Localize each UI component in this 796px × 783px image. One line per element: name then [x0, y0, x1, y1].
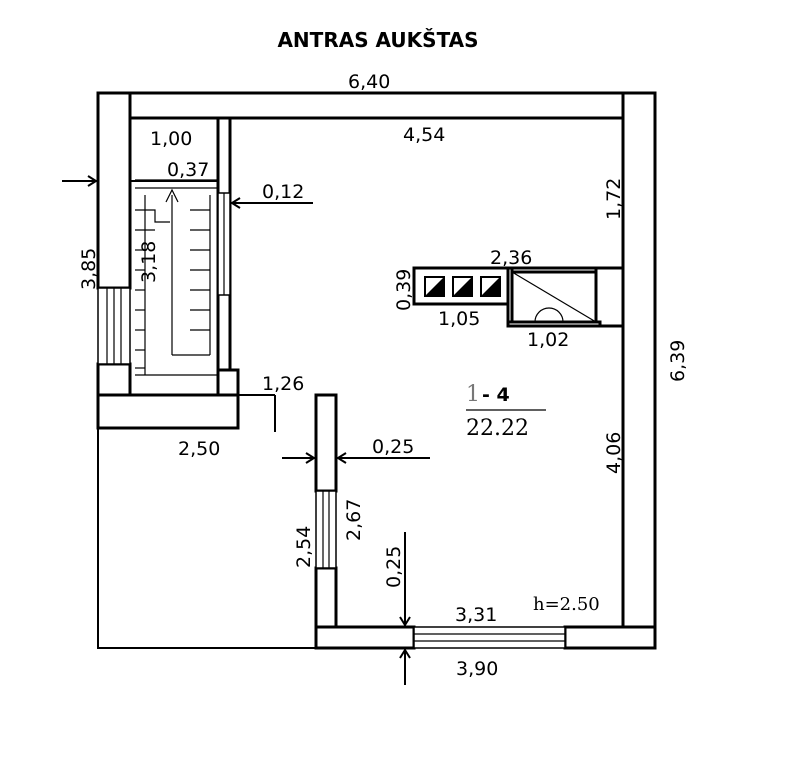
- dimension-labels: 6,40 1,00 4,54 0,37 0,12 3,85 3,18 1,72 …: [78, 71, 689, 680]
- bottom-wall-left: [314, 625, 416, 650]
- dim-window-bottom: 3,31: [455, 604, 497, 626]
- dim-top-width: 6,40: [348, 71, 390, 93]
- plan-title: ANTRAS AUKŠTAS: [277, 28, 479, 52]
- room-number-right: - 4: [482, 384, 510, 406]
- dim-bottom-width: 3,90: [456, 658, 498, 680]
- dim-window-left-inner: 2,67: [343, 499, 365, 541]
- room-height: h=2.50: [533, 594, 600, 615]
- step-partition: [216, 368, 240, 397]
- dim-stair-length: 3,18: [138, 241, 160, 283]
- notch-wall: [314, 393, 338, 493]
- bottom-window: [413, 626, 566, 649]
- dim-chimney-width: 2,36: [490, 247, 532, 269]
- dim-chimney-depth: 0,39: [393, 269, 415, 311]
- dim-right-lower: 4,06: [603, 432, 625, 474]
- dim-right-upper: 1,72: [603, 178, 625, 220]
- staircase: [135, 179, 218, 376]
- right-wall: [621, 91, 657, 650]
- dim-step-width: 1,26: [262, 373, 304, 395]
- dim-lower-left: 2,50: [178, 438, 220, 460]
- dim-window-left-outer: 2,54: [293, 526, 315, 568]
- room-label: 1 - 4 22.22 h=2.50: [466, 382, 600, 615]
- lower-outline: [97, 428, 316, 649]
- dim-right-height: 6,39: [667, 340, 689, 382]
- left-wall-upper: [96, 91, 132, 290]
- chimney-block: [412, 266, 625, 328]
- bottom-wall-right: [563, 625, 657, 650]
- dim-left-height: 3,85: [78, 248, 100, 290]
- room-area: 22.22: [466, 416, 529, 441]
- dim-bottom-wall: 0,25: [383, 546, 405, 588]
- room-number-left: 1: [466, 382, 480, 407]
- dim-chimney-left: 1,05: [438, 308, 480, 330]
- dim-inner-top-left: 1,00: [150, 128, 192, 150]
- walls: [96, 91, 657, 650]
- top-wall: [96, 91, 657, 120]
- dim-stair-width: 0,37: [167, 159, 209, 181]
- dim-inner-top: 4,54: [403, 124, 445, 146]
- stair-bottom-wall: [96, 393, 240, 430]
- notch-window: [315, 490, 337, 569]
- dimension-lines: [62, 175, 546, 685]
- dim-chimney-right: 1,02: [527, 329, 569, 351]
- dim-wall-thickness: 0,12: [262, 181, 304, 203]
- dim-notch-wall: 0,25: [372, 436, 414, 458]
